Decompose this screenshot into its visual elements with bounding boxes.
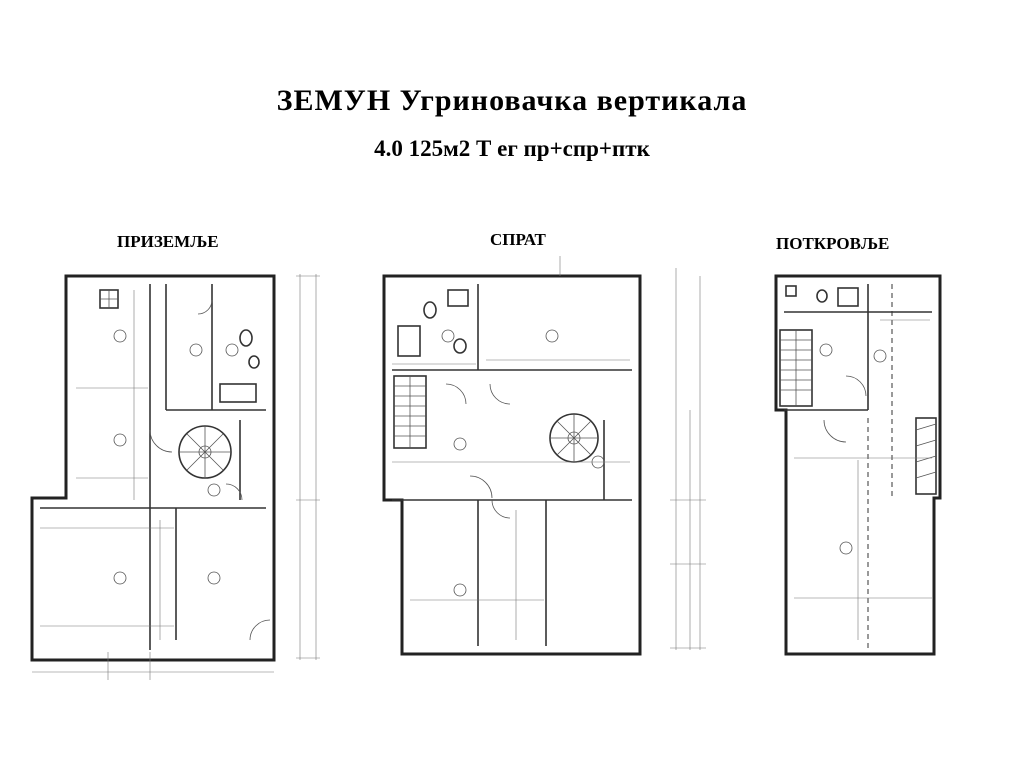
plan-subtitle: 4.0 125м2 Т ег пр+спр+птк — [374, 136, 650, 161]
floor-label-attic: ПОТКРОВЉЕ — [776, 234, 890, 253]
ground-floor-plan — [30, 274, 320, 680]
plan-title: ЗЕМУН Угриновачка вертикала — [276, 84, 748, 117]
attic-floor-plan — [774, 274, 942, 656]
floor-label-first: СПРАТ — [490, 230, 546, 249]
floor-label-ground: ПРИЗЕМЉЕ — [117, 232, 219, 251]
first-floor-plan — [382, 256, 706, 656]
